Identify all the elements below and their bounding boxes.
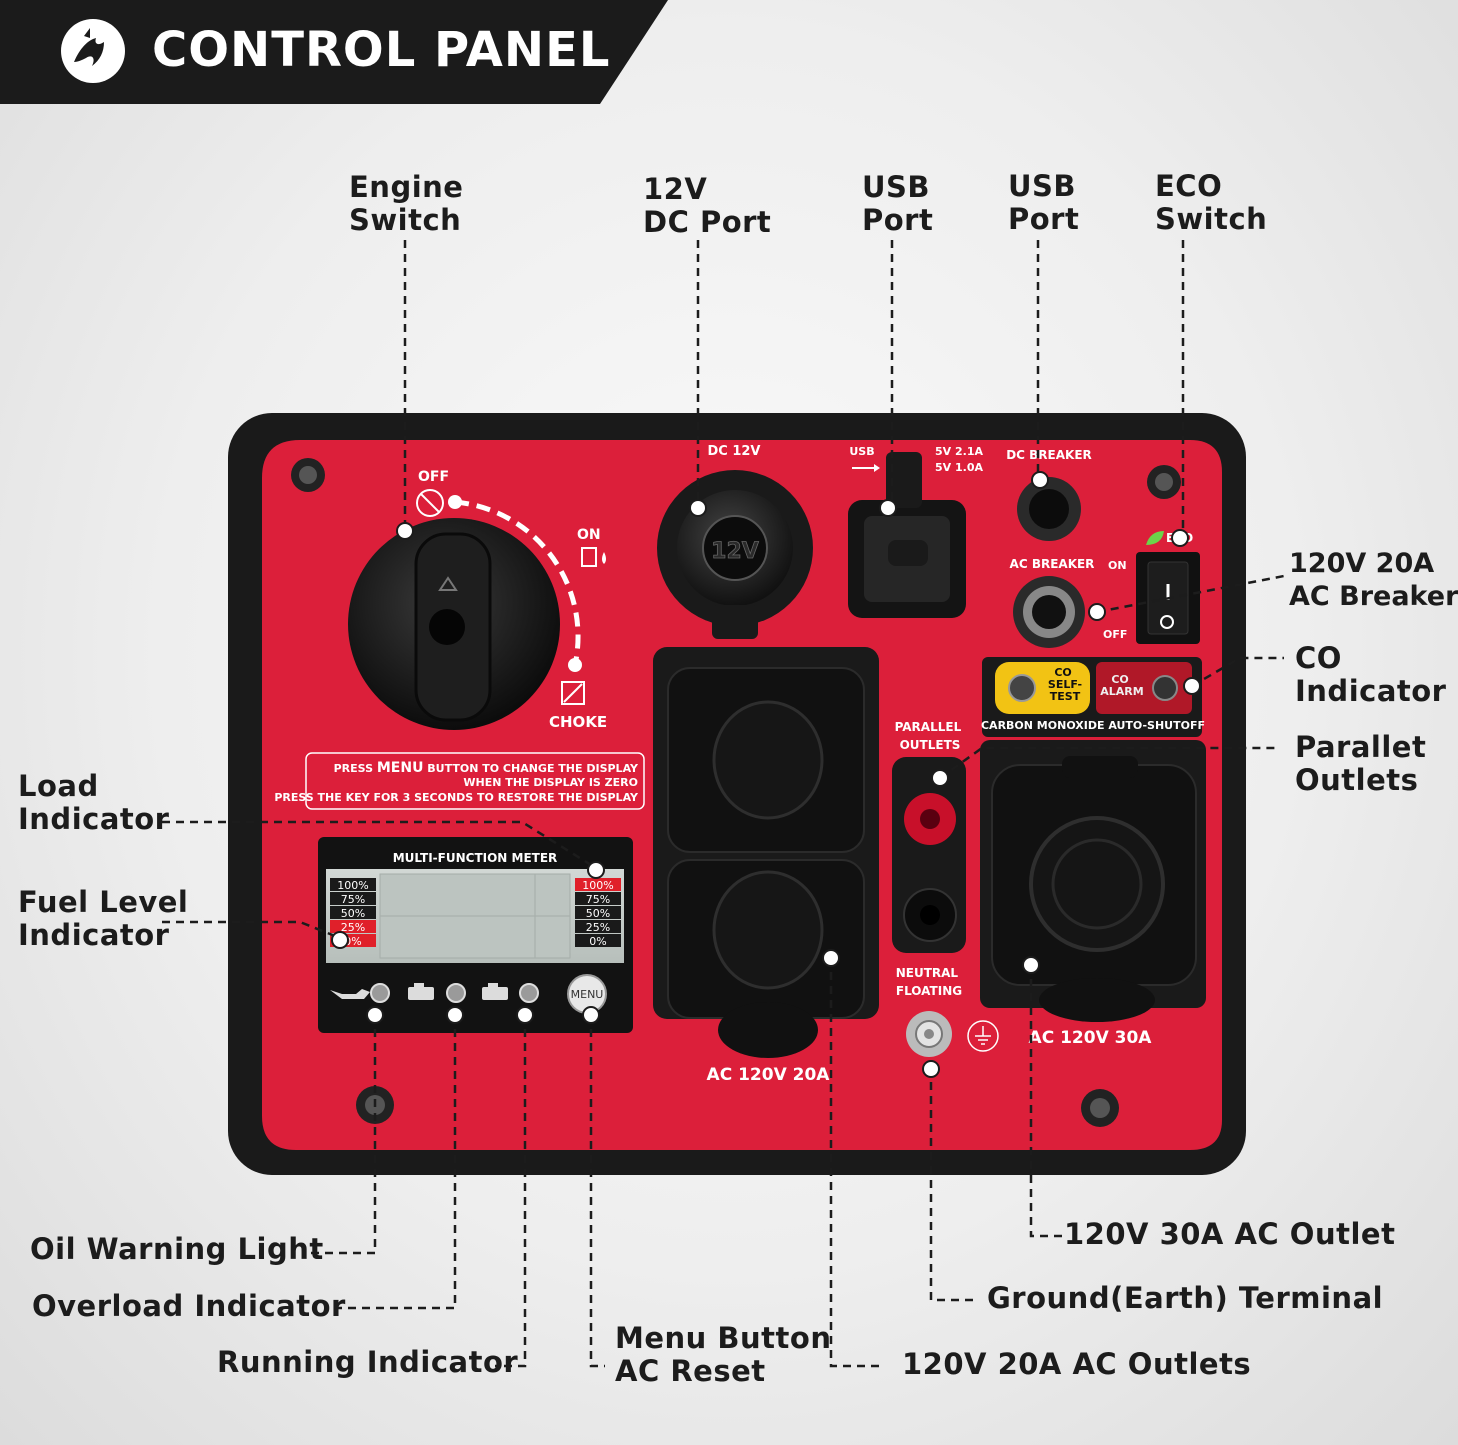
load-level-cell: [575, 906, 621, 919]
notice-box: [305, 752, 645, 810]
engine-overload-icon: [408, 983, 434, 1000]
page-title: CONTROL PANEL: [152, 22, 611, 78]
leaf-icon: [1146, 531, 1164, 545]
fuel-level-cell: [330, 906, 376, 919]
load-level-label: 25%: [586, 921, 610, 934]
callout-co-indicator: CO Indicator: [1295, 641, 1447, 708]
notice-line-3: PRESS THE KEY FOR 3 SECONDS TO RESTORE T…: [274, 791, 639, 804]
ac-breaker-on-label: ON: [1108, 559, 1127, 572]
dc-breaker[interactable]: [1017, 477, 1081, 541]
dc12v-label: DC 12V: [707, 444, 760, 459]
neutral-floating-label: NEUTRAL FLOATING: [896, 966, 963, 998]
fuel-level-cell: [330, 920, 376, 933]
load-level-label: 75%: [586, 893, 610, 906]
fuel-level-label: 75%: [341, 893, 365, 906]
overload-indicator: [446, 983, 466, 1003]
notice-line-2: WHEN THE DISPLAY IS ZERO: [463, 776, 638, 789]
meter-title: MULTI-FUNCTION METER: [393, 851, 558, 865]
header-banner: [0, 0, 668, 104]
usb-icon: [852, 464, 880, 472]
notice-line-1: PRESS MENU BUTTON TO CHANGE THE DISPLAY: [334, 760, 639, 776]
load-level-cell: [575, 934, 621, 947]
callout-overload-indicator: Overload Indicator: [32, 1289, 346, 1323]
callout-oil-warning-light: Oil Warning Light: [30, 1232, 324, 1266]
callout-eco-switch: ECO Switch: [1155, 169, 1268, 236]
engine-switch-off-label: OFF: [418, 469, 449, 485]
ground-terminal[interactable]: [906, 1011, 952, 1057]
callout-engine-switch: Engine Switch: [349, 170, 464, 237]
ac-breaker-off-label: OFF: [1103, 628, 1127, 641]
usb-port-cover[interactable]: [848, 452, 966, 618]
load-level-cell: [575, 878, 621, 891]
ac-breaker-label: AC BREAKER: [1010, 557, 1095, 571]
engine-switch-on-label: ON: [577, 527, 601, 543]
load-level-label: 50%: [586, 907, 610, 920]
engine-switch-choke-label: CHOKE: [549, 713, 607, 731]
co-alarm-label: CO ALARM: [1100, 673, 1143, 698]
parallel-outlets-label: PARALLEL OUTLETS: [895, 720, 966, 752]
callout-20a-outlets: 120V 20A AC Outlets: [902, 1347, 1252, 1381]
callout-usb-port-2: USB Port: [1008, 169, 1080, 236]
callout-running-indicator: Running Indicator: [217, 1345, 519, 1379]
fuel-level-label: 50%: [341, 907, 365, 920]
co-alarm-light: [1152, 675, 1178, 701]
outlet-20a-cover-top[interactable]: [667, 667, 865, 853]
fuel-level-label: 25%: [341, 921, 365, 934]
callout-usb-port-1: USB Port: [862, 170, 934, 237]
callout-lines: [162, 240, 1285, 1368]
engine-switch-arc: [454, 499, 581, 666]
ac-20a-label: AC 120V 20A: [707, 1065, 831, 1085]
callout-30a-outlet: 120V 30A AC Outlet: [1064, 1217, 1396, 1251]
ac-30a-label: AC 120V 30A: [1029, 1028, 1153, 1048]
fuel-level-cell: [330, 878, 376, 891]
callout-menu-button: Menu Button AC Reset: [615, 1321, 832, 1388]
oil-warning-light: [370, 983, 390, 1003]
load-level-label: 0%: [589, 935, 606, 948]
fuel-level-cell: [330, 892, 376, 905]
screw: [1147, 465, 1181, 499]
dc-plug-label: 12V: [711, 539, 759, 564]
callout-dots: [331, 471, 1201, 1078]
no-fuel-icon: [416, 489, 444, 517]
callout-ac-breaker: 120V 20A AC Breaker: [1289, 548, 1458, 612]
logo-icon: [61, 19, 125, 83]
co-self-test-label: CO SELF-TEST: [1048, 666, 1082, 703]
oil-can-icon: [330, 989, 370, 999]
ground-symbol-icon: [967, 1020, 999, 1052]
fuel-on-icon: [581, 547, 606, 567]
callout-ground-terminal: Ground(Earth) Terminal: [987, 1281, 1384, 1315]
screw: [291, 458, 325, 492]
usb-rating-1: 5V 2.1A: [935, 445, 983, 458]
callout-load-indicator: Load Indicator: [18, 769, 170, 836]
parallel-terminal-black[interactable]: [903, 888, 957, 942]
parallel-terminal-red[interactable]: [904, 793, 956, 845]
co-shutoff-label: CARBON MONOXIDE AUTO-SHUTOFF: [981, 719, 1205, 732]
co-self-test-button[interactable]: [995, 662, 1090, 714]
fuel-level-label: 100%: [337, 879, 368, 892]
load-level-label: 100%: [582, 879, 613, 892]
menu-button-label: MENU: [571, 988, 604, 1001]
usb-label: USB: [849, 445, 874, 458]
running-indicator: [519, 983, 539, 1003]
engine-switch-knob[interactable]: [348, 518, 560, 730]
dc-breaker-label: DC BREAKER: [1006, 448, 1092, 462]
load-level-scale: 100%75%50%25%0%: [575, 878, 621, 948]
usb-rating-2: 5V 1.0A: [935, 461, 983, 474]
choke-icon: [561, 681, 585, 705]
outlet-30a-cover[interactable]: [991, 756, 1197, 1022]
engine-running-icon: [482, 983, 508, 1000]
screw: [1081, 1089, 1119, 1127]
load-level-cell: [575, 920, 621, 933]
ac-breaker[interactable]: [1013, 576, 1085, 648]
callout-fuel-level-indicator: Fuel Level Indicator: [18, 885, 189, 952]
callout-parallel-outlets: Parallet Outlets: [1295, 730, 1427, 797]
load-level-cell: [575, 892, 621, 905]
outlet-20a-cover-bottom[interactable]: [667, 859, 865, 1058]
callout-dc-port: 12V DC Port: [643, 172, 772, 239]
